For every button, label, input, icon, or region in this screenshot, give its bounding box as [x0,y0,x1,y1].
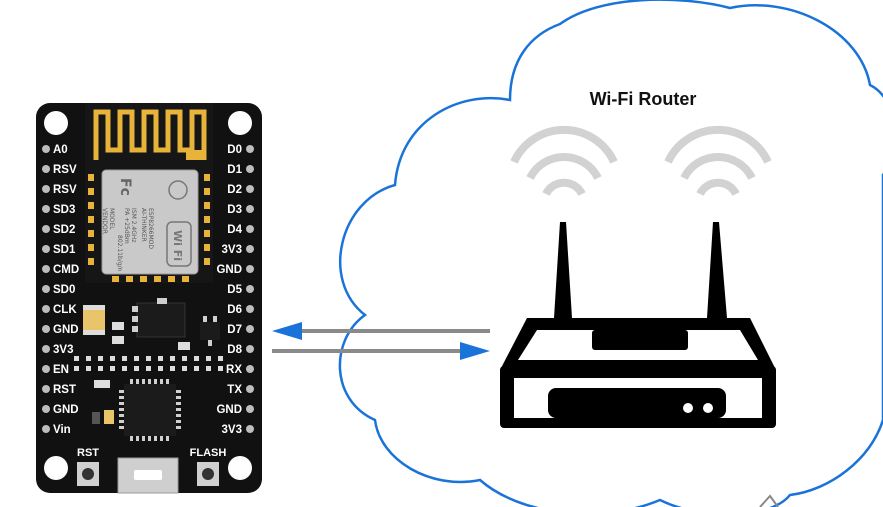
header-pin-row [74,356,223,371]
pin-label: 3V3 [222,244,242,256]
pin-label: D4 [227,224,242,236]
mounting-hole [44,111,68,135]
voltage-regulator [136,302,186,338]
pin-label: 3V3 [222,424,242,436]
module-text-ism: ISM 2.4GHz [130,208,137,243]
pin-label: D5 [227,284,242,296]
led [104,410,114,424]
pin-label: CLK [53,304,77,316]
pin-label: D7 [227,324,242,336]
rst-button-label: RST [77,447,99,459]
module-text-model-name: ESP8266MOD [147,208,154,249]
pin-label: SD3 [53,204,75,216]
pin-label: GND [216,404,242,416]
pin-label: A0 [53,144,68,156]
router-led-icon [683,403,693,413]
ai-logo-icon [168,180,188,200]
diode [200,322,220,340]
router-led-icon [703,403,713,413]
usb-uart-chip [124,384,176,436]
pin-label: CMD [53,264,79,276]
data-arrow-to-router [272,342,490,360]
mounting-hole [228,111,252,135]
module-wifi-mark: Wi Fi [171,230,184,261]
cloud-outline [338,0,883,507]
rst-button[interactable] [77,462,99,486]
flash-button-label: FLASH [190,447,227,459]
pin-label: D2 [227,184,242,196]
module-text-vendor-name: AI-THINKER [140,208,147,242]
pin-label: EN [53,364,69,376]
wifi-signal-icon [510,125,618,197]
pin-label: D1 [227,164,242,176]
right-pin-dots [246,145,254,433]
mounting-hole [44,456,68,480]
flash-button[interactable] [197,462,219,486]
right-pin-labels: D0 D1 D2 D3 D4 3V3 GND D5 D6 D7 D8 RX TX… [216,144,242,436]
mounting-hole [228,456,252,480]
capacitor [83,305,105,335]
pin-label: RST [53,384,76,396]
module-text-80211: 802.11b/g/n [116,235,123,272]
cropped-cable [759,494,779,507]
pin-label: Vin [53,424,71,436]
pin-label: GND [53,324,79,336]
router-icon [500,222,776,428]
micro-usb-port[interactable] [117,457,179,494]
module-shield [101,169,199,275]
pin-label: GND [216,264,242,276]
pin-label: SD0 [53,284,75,296]
pin-label: SD1 [53,244,76,256]
pin-label: SD2 [53,224,75,236]
router-title: Wi-Fi Router [590,89,697,109]
module-text-pa: PA +25dBm [123,208,130,244]
module-fc-mark: Fc [117,178,133,196]
pin-label: D3 [227,204,242,216]
nodemcu-board: Fc MODEL VENDOR ESP8266MOD AI-THINKER IS… [36,103,262,494]
pin-label: D8 [227,344,242,356]
pin-label: D6 [227,304,242,316]
wifi-signal-icon [664,125,772,197]
data-arrow-to-board [272,322,490,340]
left-pin-labels: A0 RSV RSV SD3 SD2 SD1 CMD SD0 CLK GND 3… [53,144,79,436]
wifi-logo-icon [166,221,192,267]
module-text-vendor: VENDOR [101,208,108,234]
pin-label: GND [53,404,79,416]
left-pin-dots [42,145,50,433]
pin-label: D0 [227,144,242,156]
pin-label: TX [227,384,242,396]
pin-label: RSV [53,184,77,196]
pin-label: RX [226,364,242,376]
module-pads [88,174,210,282]
pin-label: RSV [53,164,77,176]
module-text-model: MODEL [108,208,115,230]
pin-label: 3V3 [53,344,73,356]
